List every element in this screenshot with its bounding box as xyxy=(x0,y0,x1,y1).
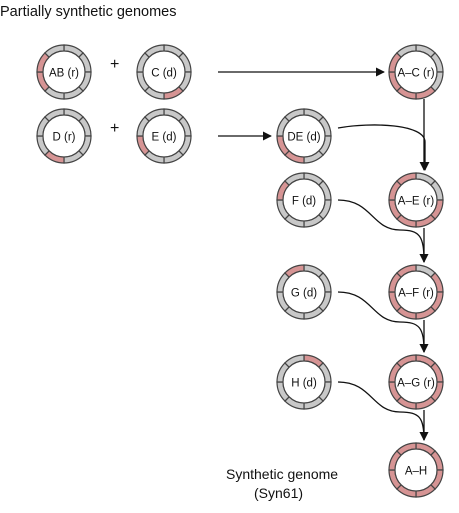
genome-inner-circle xyxy=(394,270,438,314)
genome-label: D (r) xyxy=(53,132,76,144)
genome-f: F (d) xyxy=(276,172,332,228)
genome-inner-circle xyxy=(282,114,326,158)
genome-label: A–F (r) xyxy=(398,288,434,300)
genome-label: G (d) xyxy=(291,288,317,300)
arrow-h-to-ah xyxy=(337,381,429,441)
genome-inner-circle xyxy=(394,448,438,492)
genome-inner-circle xyxy=(42,114,86,158)
genome-ae: A–E (r) xyxy=(388,172,444,228)
plus-sign-1: + xyxy=(110,56,120,73)
final-genome-label: Synthetic genome xyxy=(226,466,339,482)
plus-sign-2: + xyxy=(110,120,120,137)
genome-c: C (d) xyxy=(136,44,192,100)
genome-label: AB (r) xyxy=(49,68,79,80)
genome-label: A–E (r) xyxy=(398,196,435,208)
genome-inner-circle xyxy=(394,50,438,94)
genome-e: E (d) xyxy=(136,108,192,164)
genome-ab: AB (r) xyxy=(36,44,92,100)
genome-ag: A–G (r) xyxy=(388,354,444,410)
genome-label: C (d) xyxy=(151,68,177,80)
genome-af: A–F (r) xyxy=(388,264,444,320)
final-genome-sublabel: (Syn61) xyxy=(254,485,304,501)
genome-inner-circle xyxy=(282,270,326,314)
arrow-f-to-af xyxy=(337,199,429,263)
genome-ah: A–H xyxy=(388,442,444,498)
genome-label: A–G (r) xyxy=(397,378,435,390)
genome-inner-circle xyxy=(142,50,186,94)
genome-label: DE (d) xyxy=(287,132,320,144)
genome-inner-circle xyxy=(394,178,438,222)
genome-h: H (d) xyxy=(276,354,332,410)
diagram-title: Partially synthetic genomes xyxy=(0,4,177,20)
genome-inner-circle xyxy=(394,360,438,404)
genome-circles: AB (r) C (d) A–C (r) D (r) E (d) DE (d) A–E (r… xyxy=(36,44,444,498)
genome-ac: A–C (r) xyxy=(388,44,444,100)
genome-g: G (d) xyxy=(276,264,332,320)
genome-inner-circle xyxy=(42,50,86,94)
genome-inner-circle xyxy=(282,178,326,222)
arrow-de-to-ae xyxy=(337,124,430,171)
assembly-arrows xyxy=(218,67,430,441)
genome-inner-circle xyxy=(142,114,186,158)
genome-label: F (d) xyxy=(292,196,316,208)
arrow-g-to-ag xyxy=(337,291,429,353)
genome-label: E (d) xyxy=(152,132,177,144)
genome-d: D (r) xyxy=(36,108,92,164)
genome-label: A–C (r) xyxy=(397,68,434,80)
genome-inner-circle xyxy=(282,360,326,404)
genome-label: A–H xyxy=(405,466,427,478)
genome-de: DE (d) xyxy=(276,108,332,164)
genome-label: H (d) xyxy=(291,378,317,390)
